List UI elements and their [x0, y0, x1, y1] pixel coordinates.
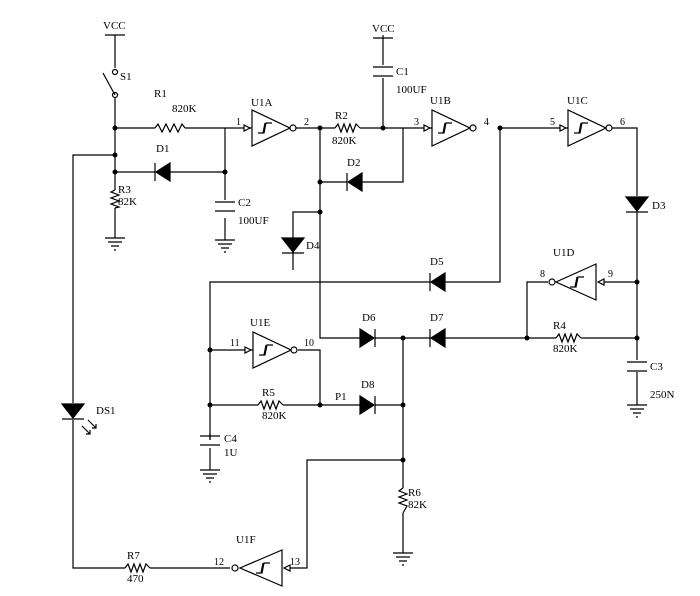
- ds1-label: DS1: [96, 405, 116, 417]
- ground-icon: [200, 469, 220, 483]
- u1a-label: U1A: [251, 97, 272, 109]
- r3-value: 82K: [118, 196, 137, 208]
- inverter-u1c: U1C 5 6: [550, 95, 625, 147]
- diode-d3: D3: [624, 196, 666, 213]
- r1-label: R1: [154, 88, 167, 100]
- switch-s1: S1: [102, 68, 132, 99]
- c3-value: 250N: [650, 389, 675, 401]
- s1-label: S1: [120, 71, 132, 83]
- r6-label: R6: [408, 487, 421, 499]
- ground-symbols: [105, 237, 647, 566]
- d3-label: D3: [652, 200, 666, 212]
- u1f-label: U1F: [236, 534, 256, 546]
- pin-label: 10: [304, 338, 314, 349]
- u1d-label: U1D: [553, 247, 574, 259]
- pin-label: 11: [230, 338, 240, 349]
- d2-label: D2: [347, 157, 360, 169]
- ground-icon: [393, 552, 413, 566]
- pin-label: 13: [290, 557, 300, 568]
- resistor-r4: R4 820K: [553, 320, 582, 355]
- r7-label: R7: [127, 550, 140, 562]
- ground-icon: [627, 404, 647, 418]
- d7-label: D7: [430, 312, 444, 324]
- c2-label: C2: [238, 197, 251, 209]
- ground-icon: [105, 237, 125, 251]
- c1-value: 100UF: [396, 84, 427, 96]
- inverter-u1b: U1B 3 4: [414, 95, 489, 147]
- r2-label: R2: [335, 110, 348, 122]
- diode-d7: D7: [429, 312, 446, 349]
- led-ds1: DS1: [60, 403, 116, 435]
- u1b-label: U1B: [430, 95, 451, 107]
- resistor-r1: R1 820K: [154, 88, 197, 134]
- r1-value: 820K: [172, 103, 197, 115]
- capacitor-c1: C1 100UF: [373, 66, 427, 96]
- resistor-r7: R7 470: [124, 550, 151, 585]
- p1-label: P1: [335, 391, 347, 403]
- inverter-u1d: U1D 8 9: [540, 247, 613, 301]
- r5-value: 820K: [262, 410, 287, 422]
- wires: [72, 35, 638, 569]
- vcc-mid: VCC: [372, 23, 395, 39]
- c4-value: 1U: [224, 447, 238, 459]
- diode-d4: D4: [280, 237, 320, 254]
- diode-d5: D5: [429, 256, 446, 293]
- diode-d2: D2: [346, 157, 363, 193]
- u1c-label: U1C: [567, 95, 588, 107]
- pin-label: 3: [414, 117, 419, 128]
- r4-value: 820K: [553, 343, 578, 355]
- pin-label: 6: [620, 117, 625, 128]
- d5-label: D5: [430, 256, 444, 268]
- c2-value: 100UF: [238, 215, 269, 227]
- diode-d6: D6: [359, 312, 376, 349]
- pin-label: 1: [236, 117, 241, 128]
- vcc-label: VCC: [103, 20, 126, 32]
- u1e-label: U1E: [250, 317, 270, 329]
- r2-value: 820K: [332, 135, 357, 147]
- d6-label: D6: [362, 312, 376, 324]
- resistor-r3: R3 82K: [109, 184, 137, 209]
- pin-label: 5: [550, 117, 555, 128]
- diode-d1: D1: [154, 143, 171, 183]
- c4-label: C4: [224, 433, 237, 445]
- resistor-r2: R2 820K: [332, 110, 361, 147]
- inverter-u1a: U1A 1 2: [236, 97, 309, 147]
- r4-label: R4: [553, 320, 566, 332]
- d4-label: D4: [306, 240, 320, 252]
- inverter-u1e: U1E 11 10: [230, 317, 314, 369]
- r6-value: 82K: [408, 499, 427, 511]
- pin-label: 8: [540, 269, 545, 280]
- vcc-label: VCC: [372, 23, 395, 35]
- pin-label: 9: [608, 269, 613, 280]
- r5-label: R5: [262, 387, 275, 399]
- capacitor-c4: C4 1U: [200, 433, 238, 459]
- pin-label: 4: [484, 117, 489, 128]
- c3-label: C3: [650, 361, 663, 373]
- inverter-u1f: U1F 12 13: [214, 534, 300, 587]
- junction-dots: [112, 125, 640, 463]
- r7-value: 470: [127, 573, 144, 585]
- pin-label: 2: [304, 117, 309, 128]
- c1-label: C1: [396, 66, 409, 78]
- vcc-left: VCC: [103, 20, 126, 36]
- resistor-r6: R6 82K: [397, 487, 427, 514]
- diode-d8: D8: [359, 379, 376, 416]
- d1-label: D1: [156, 143, 169, 155]
- ground-icon: [215, 239, 235, 253]
- pin-label: 12: [214, 557, 224, 568]
- capacitor-c2: C2 100UF: [215, 197, 269, 227]
- r3-label: R3: [118, 184, 131, 196]
- resistor-r5: R5 820K: [257, 387, 287, 422]
- d8-label: D8: [361, 379, 375, 391]
- capacitor-c3: C3 250N: [627, 361, 675, 401]
